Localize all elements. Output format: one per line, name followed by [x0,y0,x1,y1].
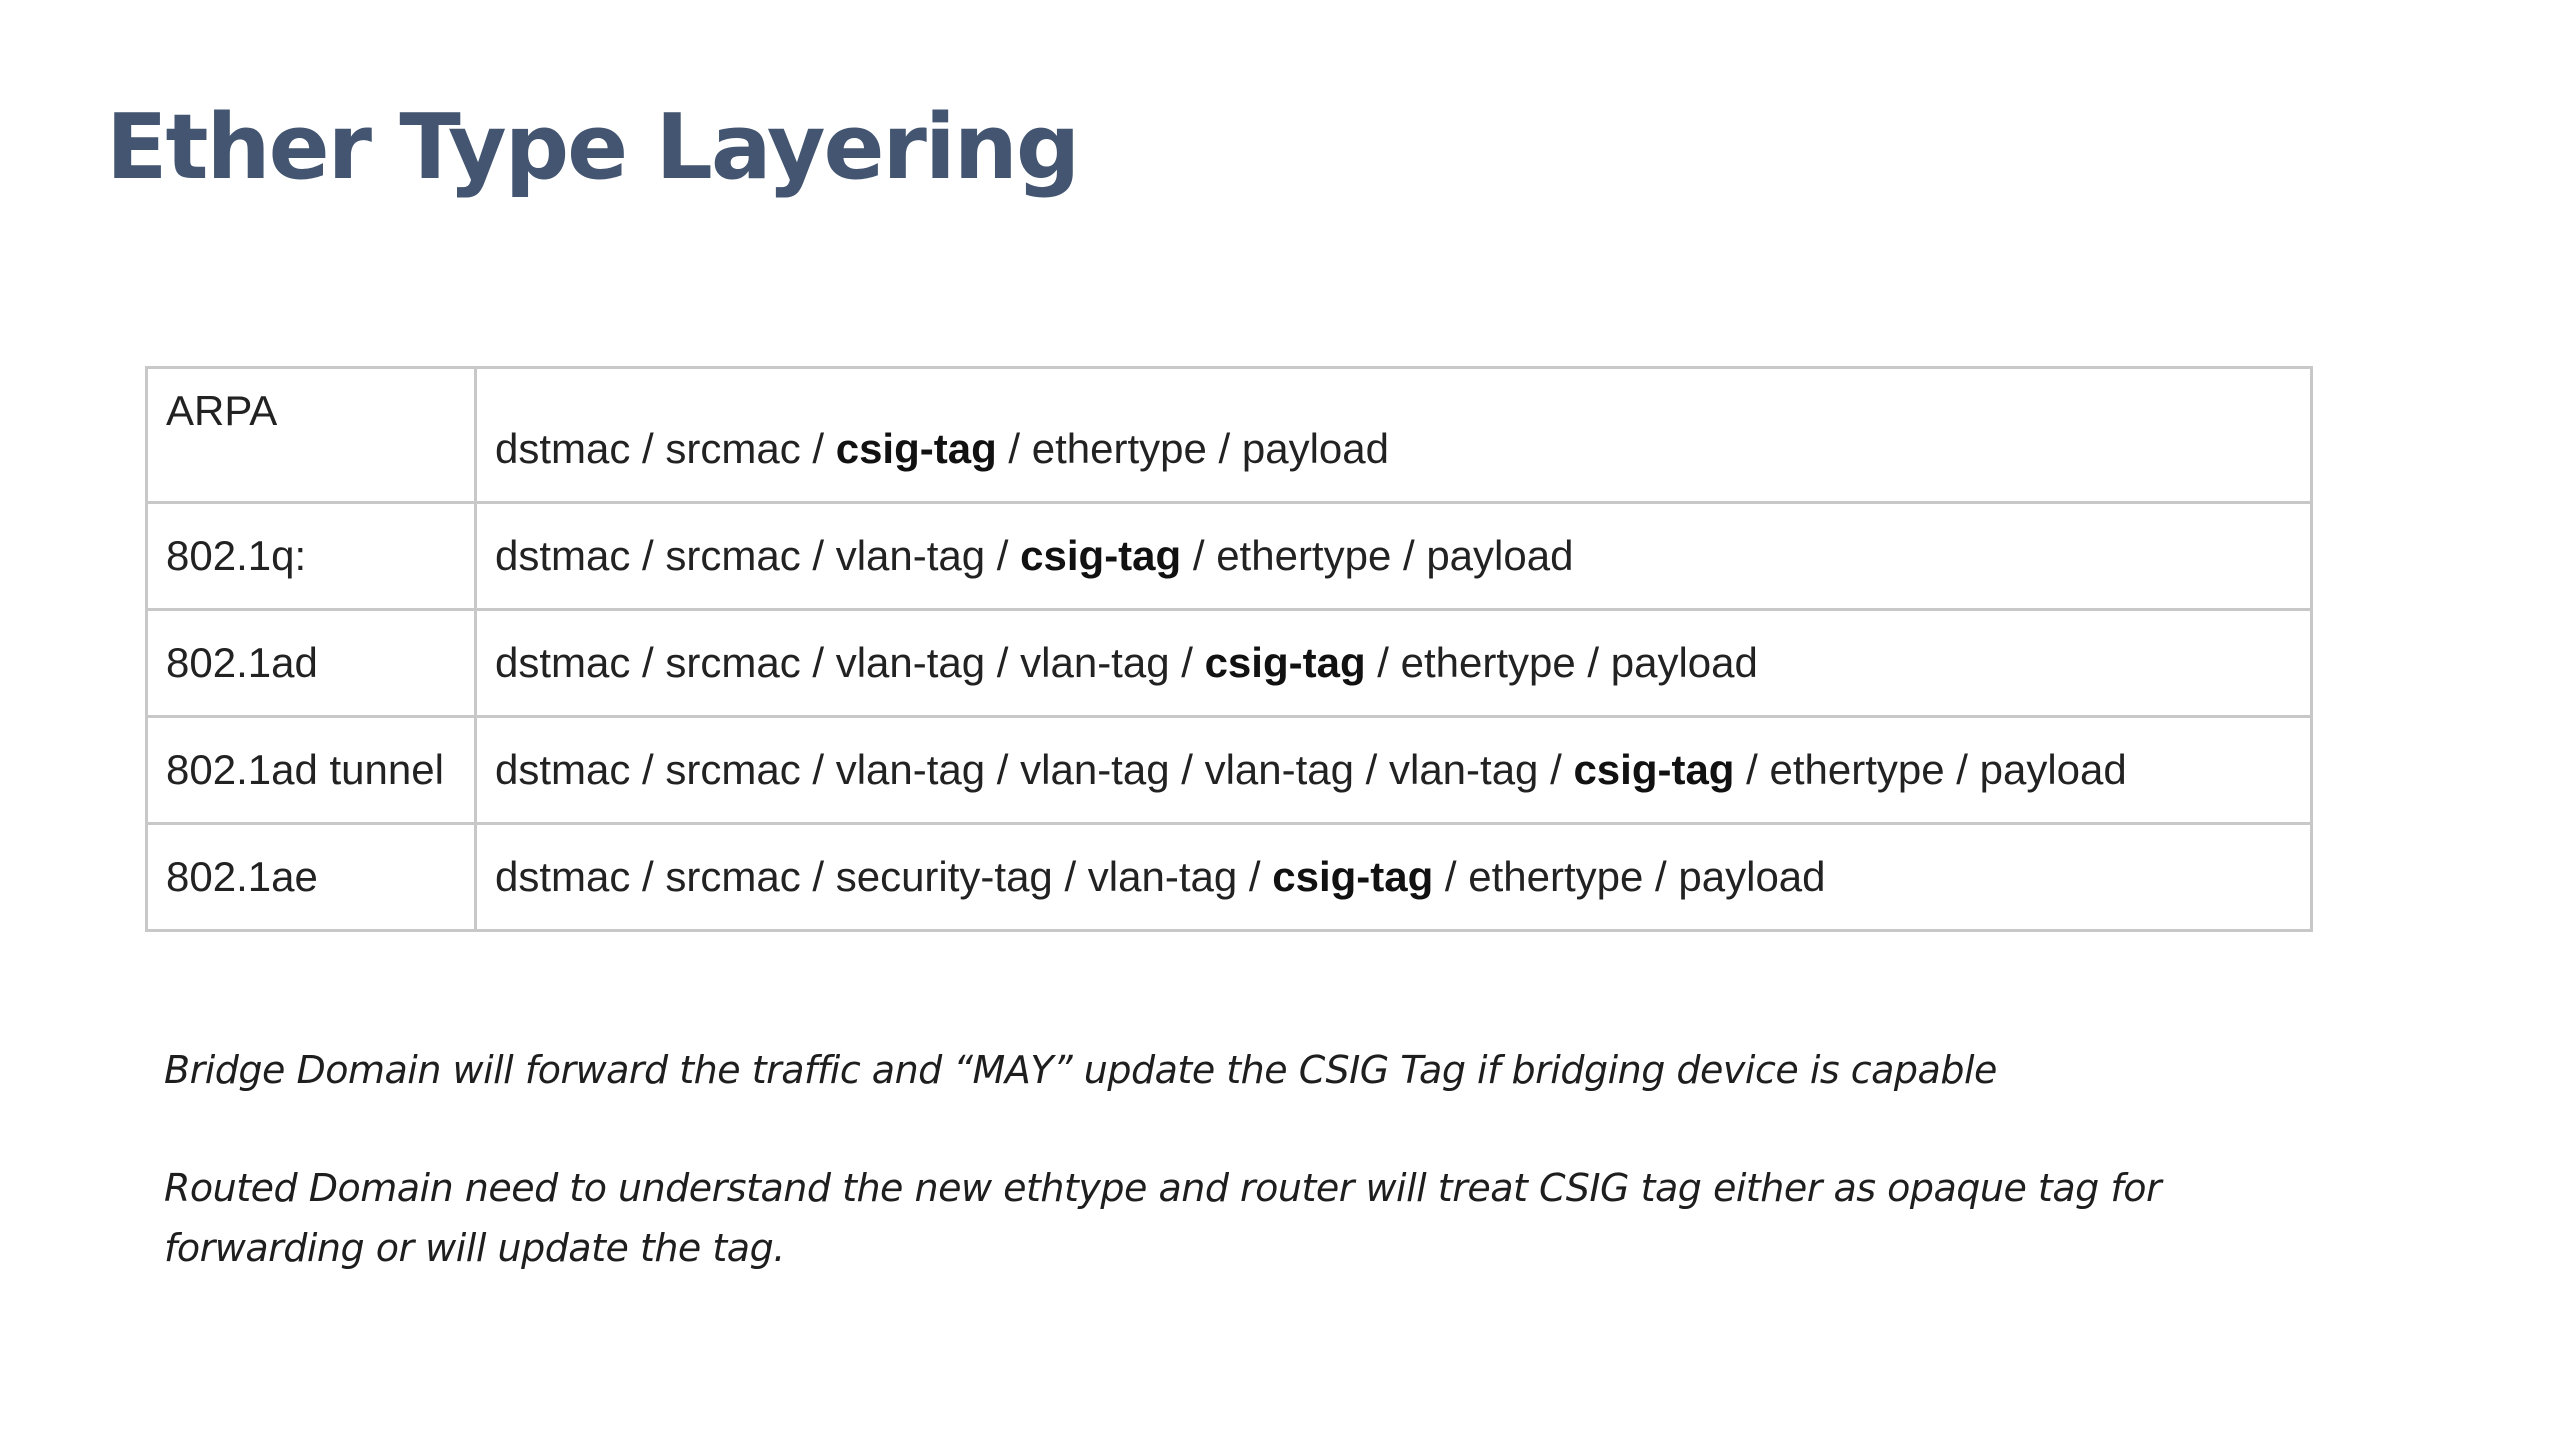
protocol-cell: 802.1q: [145,501,477,611]
header-part: dstmac / srcmac / vlan-tag / vlan-tag / … [495,746,1574,793]
header-part: dstmac / srcmac / vlan-tag / [495,532,1021,579]
header-layers-cell: dstmac / srcmac / vlan-tag / csig-tag / … [474,501,2313,611]
header-layers-cell: dstmac / srcmac / security-tag / vlan-ta… [474,822,2313,932]
header-part: dstmac / srcmac / vlan-tag / vlan-tag / [495,639,1205,686]
csig-tag-label: csig-tag [1020,532,1182,579]
header-layers-cell: dstmac / srcmac / vlan-tag / vlan-tag / … [474,608,2313,718]
slide-title: Ether Type Layering [106,95,1080,200]
csig-tag-label: csig-tag [1573,746,1735,793]
header-part: / ethertype / payload [996,425,1390,472]
ethertype-layering-table: ARPA dstmac / srcmac / csig-tag / ethert… [145,366,2313,932]
table-row: 802.1q: dstmac / srcmac / vlan-tag / csi… [145,501,2313,611]
bridge-domain-note: Bridge Domain will forward the traffic a… [164,1048,1997,1092]
table-row: ARPA dstmac / srcmac / csig-tag / ethert… [145,366,2313,504]
header-layers-cell: dstmac / srcmac / vlan-tag / vlan-tag / … [474,715,2313,825]
routed-domain-note: Routed Domain need to understand the new… [164,1166,2162,1270]
header-part: / ethertype / payload [1433,853,1826,900]
csig-tag-label: csig-tag [1272,853,1434,900]
header-layers-cell: dstmac / srcmac / csig-tag / ethertype /… [474,366,2313,504]
header-part: / ethertype / payload [1365,639,1758,686]
header-part: / ethertype / payload [1181,532,1574,579]
protocol-cell: 802.1ae [145,822,477,932]
csig-tag-label: csig-tag [835,425,997,472]
header-part: / ethertype / payload [1734,746,2127,793]
protocol-cell: ARPA [145,366,477,504]
table-row: 802.1ad dstmac / srcmac / vlan-tag / vla… [145,608,2313,718]
protocol-cell: 802.1ad [145,608,477,718]
protocol-cell: 802.1ad tunnel [145,715,477,825]
csig-tag-label: csig-tag [1204,639,1366,686]
table-row: 802.1ae dstmac / srcmac / security-tag /… [145,822,2313,932]
header-part: dstmac / srcmac / [495,425,836,472]
table-row: 802.1ad tunnel dstmac / srcmac / vlan-ta… [145,715,2313,825]
header-part: dstmac / srcmac / security-tag / vlan-ta… [495,853,1273,900]
